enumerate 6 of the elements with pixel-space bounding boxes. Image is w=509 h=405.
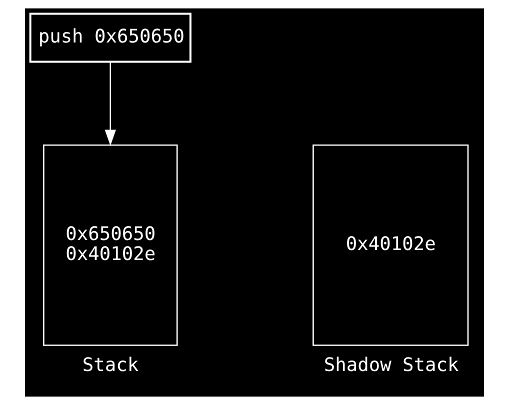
node-label: Shadow Stack bbox=[324, 354, 459, 376]
node-box: 0x650650 0x40102e bbox=[43, 144, 178, 346]
node-label: Stack bbox=[82, 354, 139, 376]
arrow bbox=[104, 62, 116, 146]
node-box: push 0x650650 bbox=[29, 12, 192, 63]
node-box: 0x40102e bbox=[312, 144, 469, 346]
